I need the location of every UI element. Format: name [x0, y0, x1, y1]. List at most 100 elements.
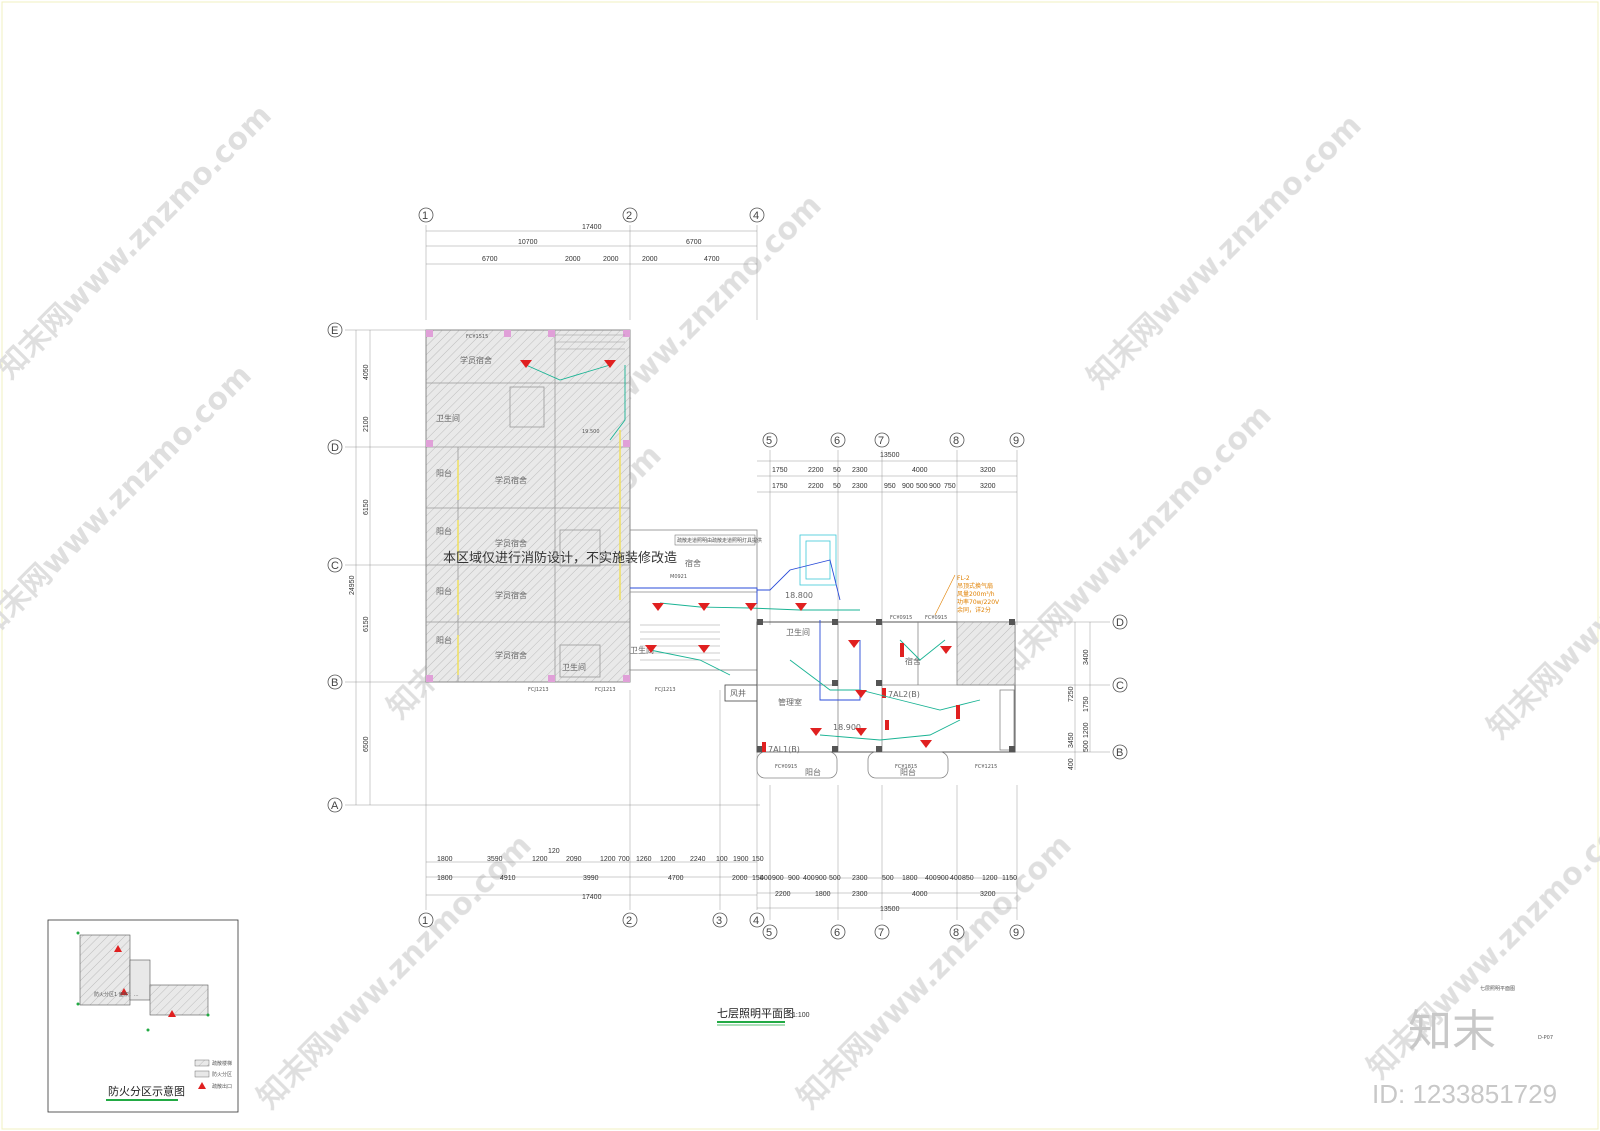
svg-text:4: 4 [753, 210, 759, 222]
svg-text:FL-2: FL-2 [957, 575, 970, 582]
svg-text:1260: 1260 [636, 856, 652, 863]
svg-text:2000: 2000 [732, 875, 748, 882]
svg-text:4000: 4000 [912, 467, 928, 474]
fc-tag: FCJ1213 [528, 687, 549, 693]
fc-tag: FCJ1213 [655, 687, 676, 693]
svg-text:余同，详2分: 余同，详2分 [957, 606, 991, 614]
grid-lines [345, 225, 1110, 920]
svg-text:120: 120 [548, 848, 560, 855]
svg-text:400: 400 [950, 875, 962, 882]
room-label: 学员宿舍 [495, 590, 527, 600]
svg-text:2300: 2300 [852, 891, 868, 898]
svg-text:9: 9 [1013, 435, 1019, 447]
svg-text:2000: 2000 [642, 256, 658, 263]
watermark-text: 知末网www.znzmo.com [1081, 108, 1369, 396]
svg-text:10700: 10700 [518, 239, 538, 246]
room-label: 学员宿舍 [495, 538, 527, 548]
svg-text:50: 50 [833, 467, 841, 474]
right-building-block: 管理室 卫生间 宿舍 阳台 阳台 FC¥0915 FC¥0915 FC¥0915… [756, 534, 1016, 779]
elevation-mark: 18.900 [833, 723, 861, 732]
room-label: 阳台 [436, 635, 452, 645]
svg-text:1150: 1150 [1002, 875, 1017, 882]
svg-text:500: 500 [829, 875, 841, 882]
room-label: 卫生间 [562, 662, 586, 672]
fc-tag: FC¥0915 [775, 764, 797, 770]
svg-text:150: 150 [752, 875, 764, 882]
svg-text:风量200m³/h: 风量200m³/h [957, 591, 995, 598]
svg-text:5: 5 [766, 927, 772, 939]
room-label: 学员宿舍 [495, 475, 527, 485]
room-label: 阳台 [436, 586, 452, 596]
svg-text:4910: 4910 [500, 875, 516, 882]
legend-title: 防火分区示意图 [108, 1084, 185, 1098]
svg-text:2000: 2000 [565, 256, 581, 263]
room-label: 卫生间 [436, 413, 460, 423]
svg-text:1: 1 [422, 210, 428, 222]
svg-text:2: 2 [626, 210, 632, 222]
plan-title: 七层照明平面图 1:100 [717, 1007, 810, 1026]
left-building-block: 学员宿舍 卫生间 阳台 学员宿舍 阳台 学员宿舍 阳台 学员宿舍 阳台 学员宿舍… [425, 329, 677, 693]
sheet-label: 七层照明平面图 [1480, 985, 1515, 992]
svg-text:E: E [331, 325, 338, 337]
lighting-fixtures [520, 360, 960, 748]
svg-text:900: 900 [772, 875, 784, 882]
svg-text:400: 400 [925, 875, 937, 882]
svg-text:功率70w/220V: 功率70w/220V [957, 598, 1000, 606]
svg-text:900: 900 [929, 483, 941, 490]
svg-text:6: 6 [834, 435, 840, 447]
fc-tag: FC¥0915 [890, 615, 912, 621]
svg-text:13500: 13500 [880, 906, 900, 913]
svg-text:24950: 24950 [349, 575, 356, 595]
svg-text:400: 400 [760, 875, 772, 882]
svg-text:2200: 2200 [808, 467, 824, 474]
svg-text:1750: 1750 [772, 483, 788, 490]
svg-text:2240: 2240 [690, 856, 706, 863]
svg-text:1200: 1200 [600, 856, 616, 863]
svg-text:1800: 1800 [437, 856, 453, 863]
svg-text:950: 950 [884, 483, 896, 490]
svg-text:6700: 6700 [482, 256, 498, 263]
plan-scale: 1:100 [792, 1012, 810, 1019]
svg-text:1750: 1750 [1083, 696, 1090, 712]
svg-text:900: 900 [815, 875, 827, 882]
svg-text:3450: 3450 [1068, 732, 1075, 748]
svg-text:8: 8 [953, 927, 959, 939]
fc-tag: FCJ1213 [595, 687, 616, 693]
exit-marker-icon [198, 1082, 206, 1089]
elevation-mark: 19.500 [582, 429, 600, 435]
svg-text:1200: 1200 [982, 875, 998, 882]
room-label: 宿舍 [905, 656, 921, 666]
svg-text:8: 8 [953, 435, 959, 447]
svg-text:900: 900 [902, 483, 914, 490]
fire-compartment-legend: 防火分区1 面积：... 疏散楼梯 防火分区 疏散出口 防火分区示意图 [47, 919, 239, 1113]
svg-text:3: 3 [716, 915, 722, 927]
svg-text:D: D [331, 442, 339, 454]
dimension-texts: 17400 10700 6700 6700 2000 2000 2000 470… [349, 224, 1090, 913]
svg-text:1200: 1200 [532, 856, 548, 863]
svg-text:6: 6 [834, 927, 840, 939]
svg-text:5: 5 [766, 435, 772, 447]
room-label: 阳台 [436, 468, 452, 478]
axis-bubbles [327, 207, 1128, 940]
svg-text:7: 7 [878, 927, 884, 939]
svg-text:1200: 1200 [660, 856, 676, 863]
svg-text:7250: 7250 [1068, 686, 1075, 702]
svg-text:2: 2 [626, 915, 632, 927]
svg-text:4050: 4050 [363, 364, 370, 380]
svg-text:3990: 3990 [583, 875, 599, 882]
room-label: 学员宿舍 [460, 355, 492, 365]
svg-text:50: 50 [833, 483, 841, 490]
svg-text:C: C [331, 560, 339, 572]
svg-text:2300: 2300 [852, 875, 868, 882]
svg-text:3200: 3200 [980, 483, 996, 490]
room-label: 阳台 [805, 767, 821, 777]
svg-text:2090: 2090 [566, 856, 582, 863]
room-label: 风井 [730, 688, 746, 698]
svg-text:4000: 4000 [912, 891, 928, 898]
corridor-note: 疏散走道照明由疏散走道照明灯具提供 [677, 537, 762, 544]
svg-text:3200: 3200 [980, 467, 996, 474]
svg-text:17400: 17400 [582, 894, 602, 901]
legend-item: 防火分区 [212, 1071, 232, 1078]
room-label: 阳台 [900, 767, 916, 777]
